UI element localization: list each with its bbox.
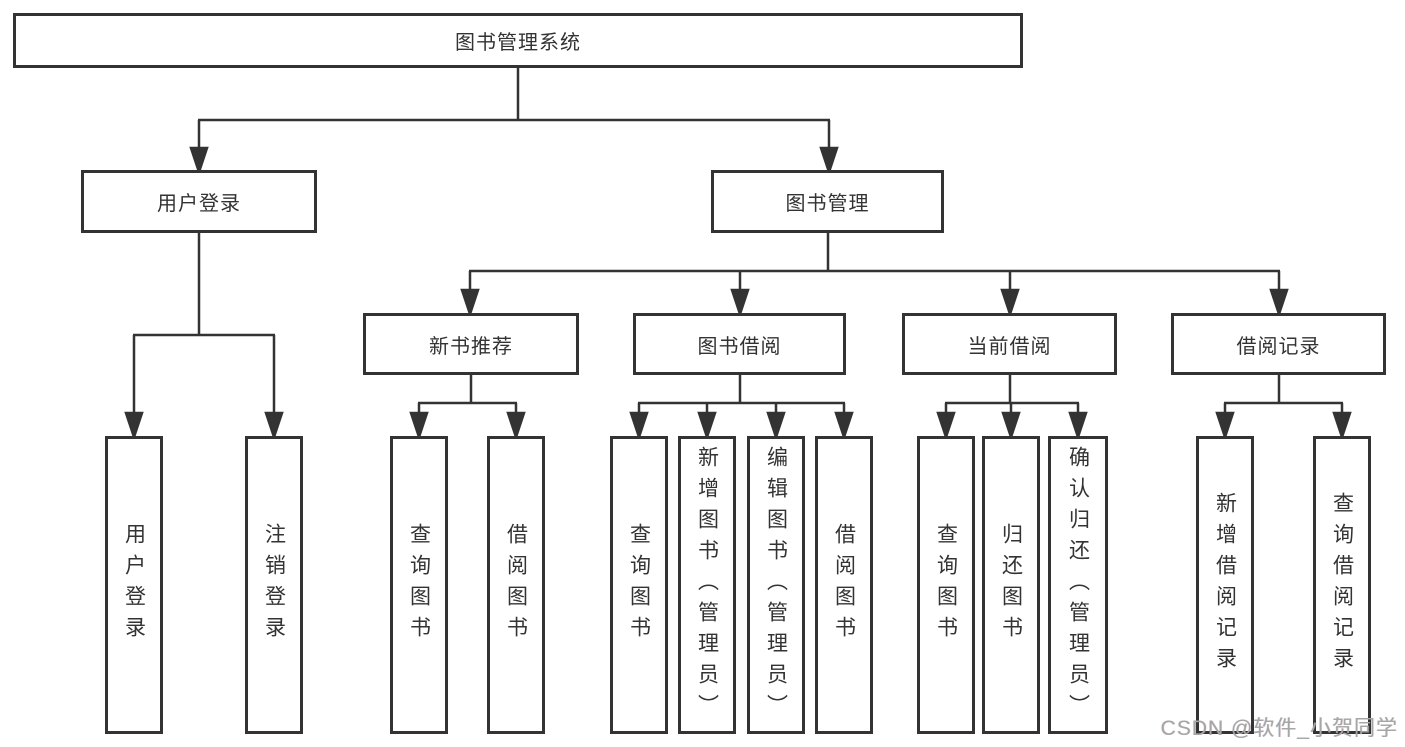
node-leaf-query-book-3: 查询图书 (917, 436, 975, 734)
arrowhead-query-book-3 (936, 411, 956, 441)
node-leaf-return-book-label: 归还图书 (999, 523, 1023, 647)
node-root: 图书管理系统 (13, 13, 1023, 68)
arrowhead-new-book-rec (460, 288, 480, 318)
arrowhead-add-book (697, 411, 717, 441)
arrowhead-edit-book (766, 411, 786, 441)
arrowhead-user-login (189, 146, 209, 176)
arrowhead-query-book-1 (409, 411, 429, 441)
node-leaf-query-book-2: 查询图书 (610, 436, 668, 734)
arrowhead-query-borrow-record (1332, 411, 1352, 441)
node-leaf-user-login: 用户登录 (105, 436, 163, 734)
node-leaf-confirm-return: 确认归还（管理员） (1048, 436, 1108, 734)
node-leaf-edit-book-label: 编辑图书（管理员） (764, 445, 788, 725)
node-borrow-records: 借阅记录 (1171, 313, 1386, 375)
node-user-login-label: 用户登录 (157, 193, 241, 215)
arrowhead-current-borrow (1000, 288, 1020, 318)
node-leaf-add-borrow-record: 新增借阅记录 (1196, 436, 1254, 734)
node-leaf-query-book-3-label: 查询图书 (934, 523, 958, 647)
node-leaf-add-borrow-record-label: 新增借阅记录 (1213, 492, 1237, 678)
arrowhead-return-book (1001, 411, 1021, 441)
arrowhead-leaf-user-login (124, 411, 144, 441)
node-leaf-logout-label: 注销登录 (262, 523, 286, 647)
arrowhead-borrow-book-1 (506, 411, 526, 441)
node-leaf-edit-book: 编辑图书（管理员） (747, 436, 805, 734)
node-book-borrow: 图书借阅 (633, 313, 846, 375)
arrowhead-book-borrow (730, 288, 750, 318)
node-leaf-add-book-label: 新增图书（管理员） (695, 445, 719, 725)
node-new-book-rec: 新书推荐 (363, 313, 579, 375)
node-leaf-borrow-book-2: 借阅图书 (815, 436, 873, 734)
node-leaf-query-borrow-record: 查询借阅记录 (1313, 436, 1371, 734)
node-leaf-user-login-label: 用户登录 (122, 523, 146, 647)
node-book-mgmt: 图书管理 (711, 170, 944, 233)
node-book-borrow-label: 图书借阅 (697, 335, 782, 358)
node-new-book-rec-label: 新书推荐 (429, 335, 513, 358)
node-current-borrow-label: 当前借阅 (967, 335, 1052, 358)
node-leaf-query-book-2-label: 查询图书 (627, 523, 651, 647)
arrowhead-add-borrow-record (1215, 411, 1235, 441)
arrowhead-borrow-records (1269, 288, 1289, 318)
node-leaf-confirm-return-label: 确认归还（管理员） (1066, 445, 1090, 725)
arrowhead-leaf-logout (264, 411, 284, 441)
node-leaf-query-borrow-record-label: 查询借阅记录 (1330, 492, 1354, 678)
node-leaf-borrow-book-1: 借阅图书 (487, 436, 545, 734)
node-leaf-query-book-1-label: 查询图书 (407, 523, 431, 647)
node-root-label: 图书管理系统 (455, 32, 581, 54)
node-borrow-records-label: 借阅记录 (1236, 335, 1321, 358)
node-leaf-borrow-book-2-label: 借阅图书 (832, 523, 856, 647)
csdn-watermark: CSDN @软件_小贺同学 (1160, 717, 1398, 740)
arrowhead-confirm-return (1068, 411, 1088, 441)
node-book-mgmt-label: 图书管理 (785, 193, 870, 215)
arrowhead-query-book-2 (629, 411, 649, 441)
node-leaf-add-book: 新增图书（管理员） (678, 436, 736, 734)
node-leaf-return-book: 归还图书 (982, 436, 1040, 734)
node-current-borrow: 当前借阅 (902, 313, 1117, 375)
node-leaf-query-book-1: 查询图书 (390, 436, 448, 734)
node-leaf-borrow-book-1-label: 借阅图书 (504, 523, 528, 647)
arrowhead-borrow-book-2 (834, 411, 854, 441)
node-user-login: 用户登录 (81, 170, 317, 233)
node-leaf-logout: 注销登录 (245, 436, 303, 734)
arrowhead-book-mgmt (819, 146, 839, 176)
